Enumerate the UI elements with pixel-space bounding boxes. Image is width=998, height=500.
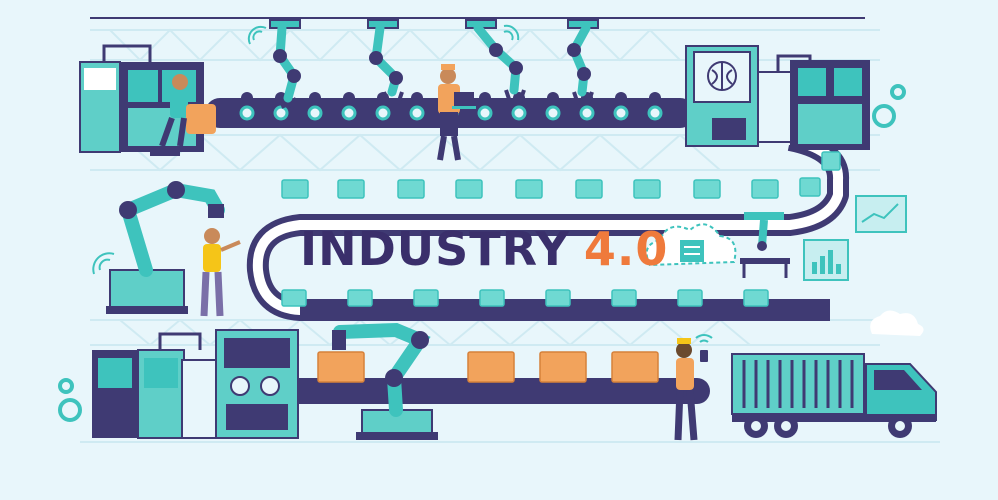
control-panel-icon [685,45,870,150]
worker-icon [200,228,241,317]
worker-icon [150,74,216,156]
laptop-icon [452,92,476,109]
control-panel-icon [79,44,204,153]
robot-arm-icon [740,212,790,278]
gear-icon [58,84,906,422]
cardboard-box-icon [317,351,659,383]
title-word: INDUSTRY [300,222,570,276]
robot-arm-icon [269,19,599,109]
smartphone-icon [700,350,708,362]
cloud-icon [870,310,924,336]
wifi-icon [92,24,713,343]
cloud-server-icon [645,223,737,267]
worker-icon [674,338,698,441]
bar-chart-icon [803,239,849,281]
line-chart-icon [855,195,907,233]
brain-chip-icon [707,61,737,91]
robot-arm-icon [332,322,438,440]
worker-icon [437,64,461,161]
conveyor-items [281,151,841,307]
title-version: 4.0 [583,222,669,276]
robot-arm-icon [106,181,225,314]
control-panel-icon [92,329,299,439]
delivery-truck-icon [731,353,937,438]
